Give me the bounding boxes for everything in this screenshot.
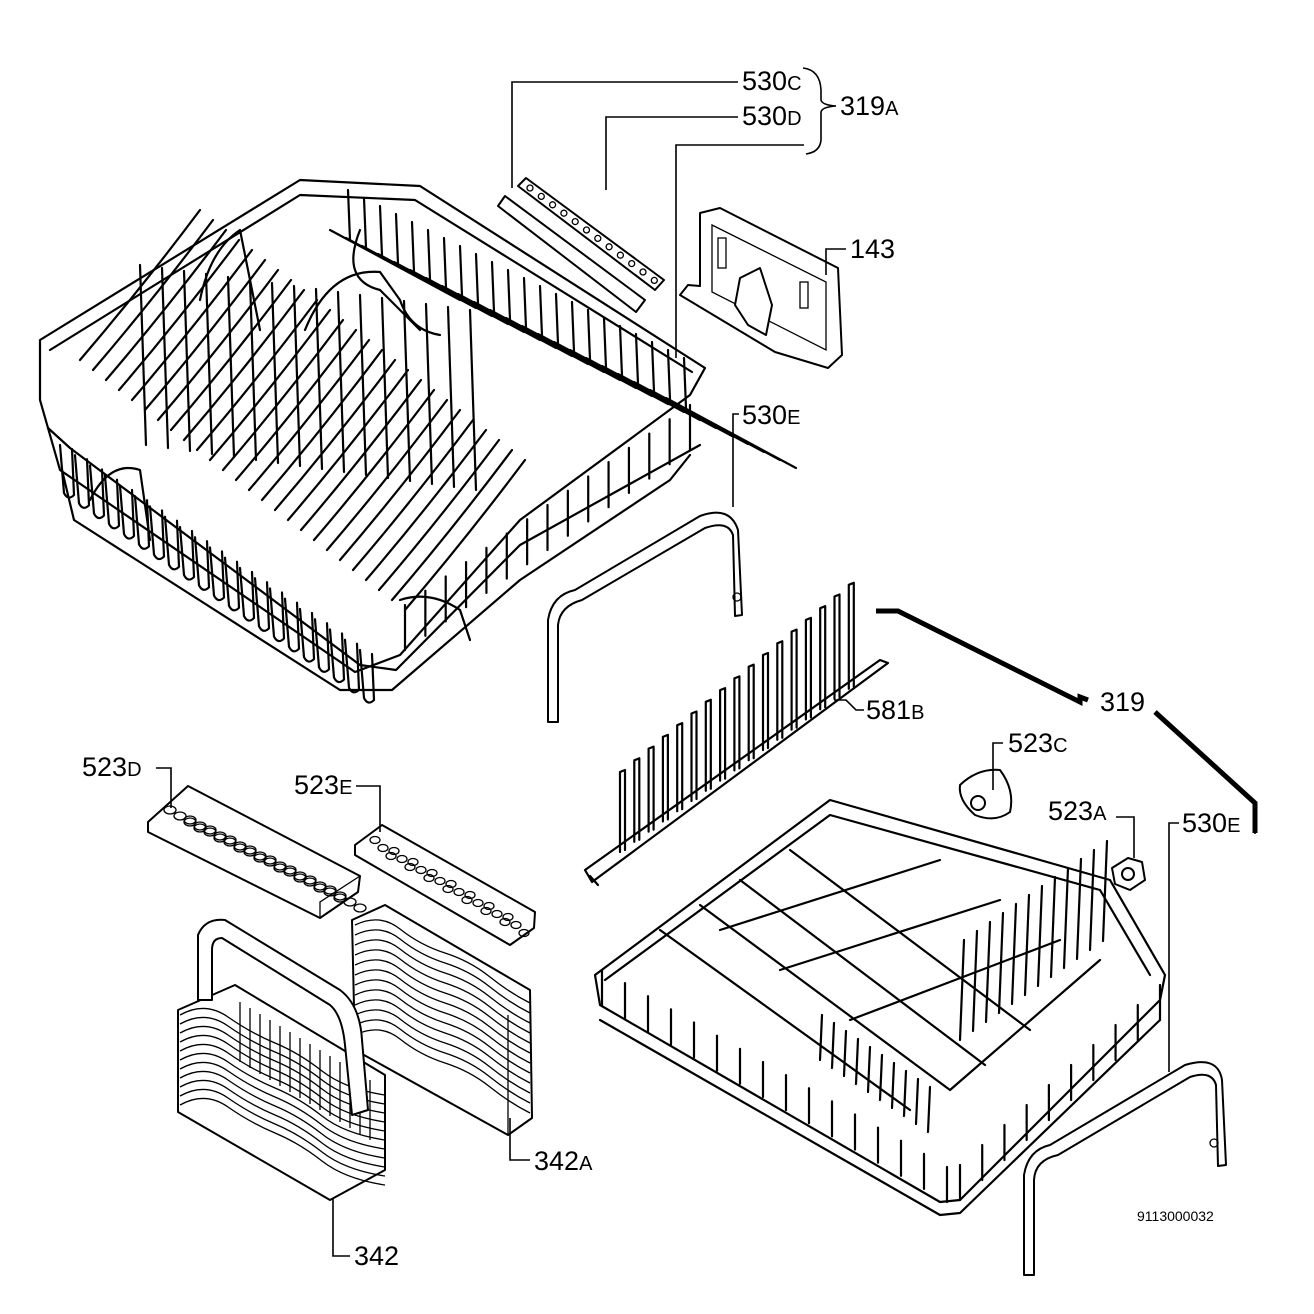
label-523E: 523E	[294, 770, 353, 800]
label-342A: 342A	[534, 1146, 593, 1176]
label-530E-bottom: 530E	[1182, 808, 1241, 838]
label-523A: 523A	[1048, 796, 1107, 826]
wheel-523A	[1111, 857, 1146, 891]
drawing-code: 9113000032	[1137, 1208, 1214, 1224]
tine-rack-581B	[583, 581, 890, 887]
cutlery-grid-523D	[147, 785, 367, 919]
rail-530E-top	[547, 511, 743, 723]
label-530E-top: 530E	[742, 400, 801, 430]
lower-basket	[593, 798, 1167, 1217]
label-523D: 523D	[82, 752, 142, 782]
leader-lines	[156, 67, 1258, 1257]
label-319A: 319A	[840, 91, 899, 121]
cutlery-grid-523E	[354, 824, 536, 946]
rail-530C	[497, 195, 646, 313]
label-581B: 581B	[866, 695, 925, 725]
cutlery-basket-342	[177, 918, 386, 1201]
label-319: 319	[1100, 687, 1146, 717]
wheel-523C	[958, 768, 1013, 820]
upper-basket	[38, 178, 798, 704]
rail-530E-bottom	[1023, 1061, 1227, 1276]
label-530D: 530D	[742, 101, 802, 131]
label-143: 143	[850, 234, 896, 264]
label-523C: 523C	[1008, 728, 1068, 758]
rail-530D	[517, 177, 665, 291]
label-530C: 530C	[742, 66, 802, 96]
label-342: 342	[354, 1241, 400, 1271]
bracket-143	[679, 207, 843, 369]
